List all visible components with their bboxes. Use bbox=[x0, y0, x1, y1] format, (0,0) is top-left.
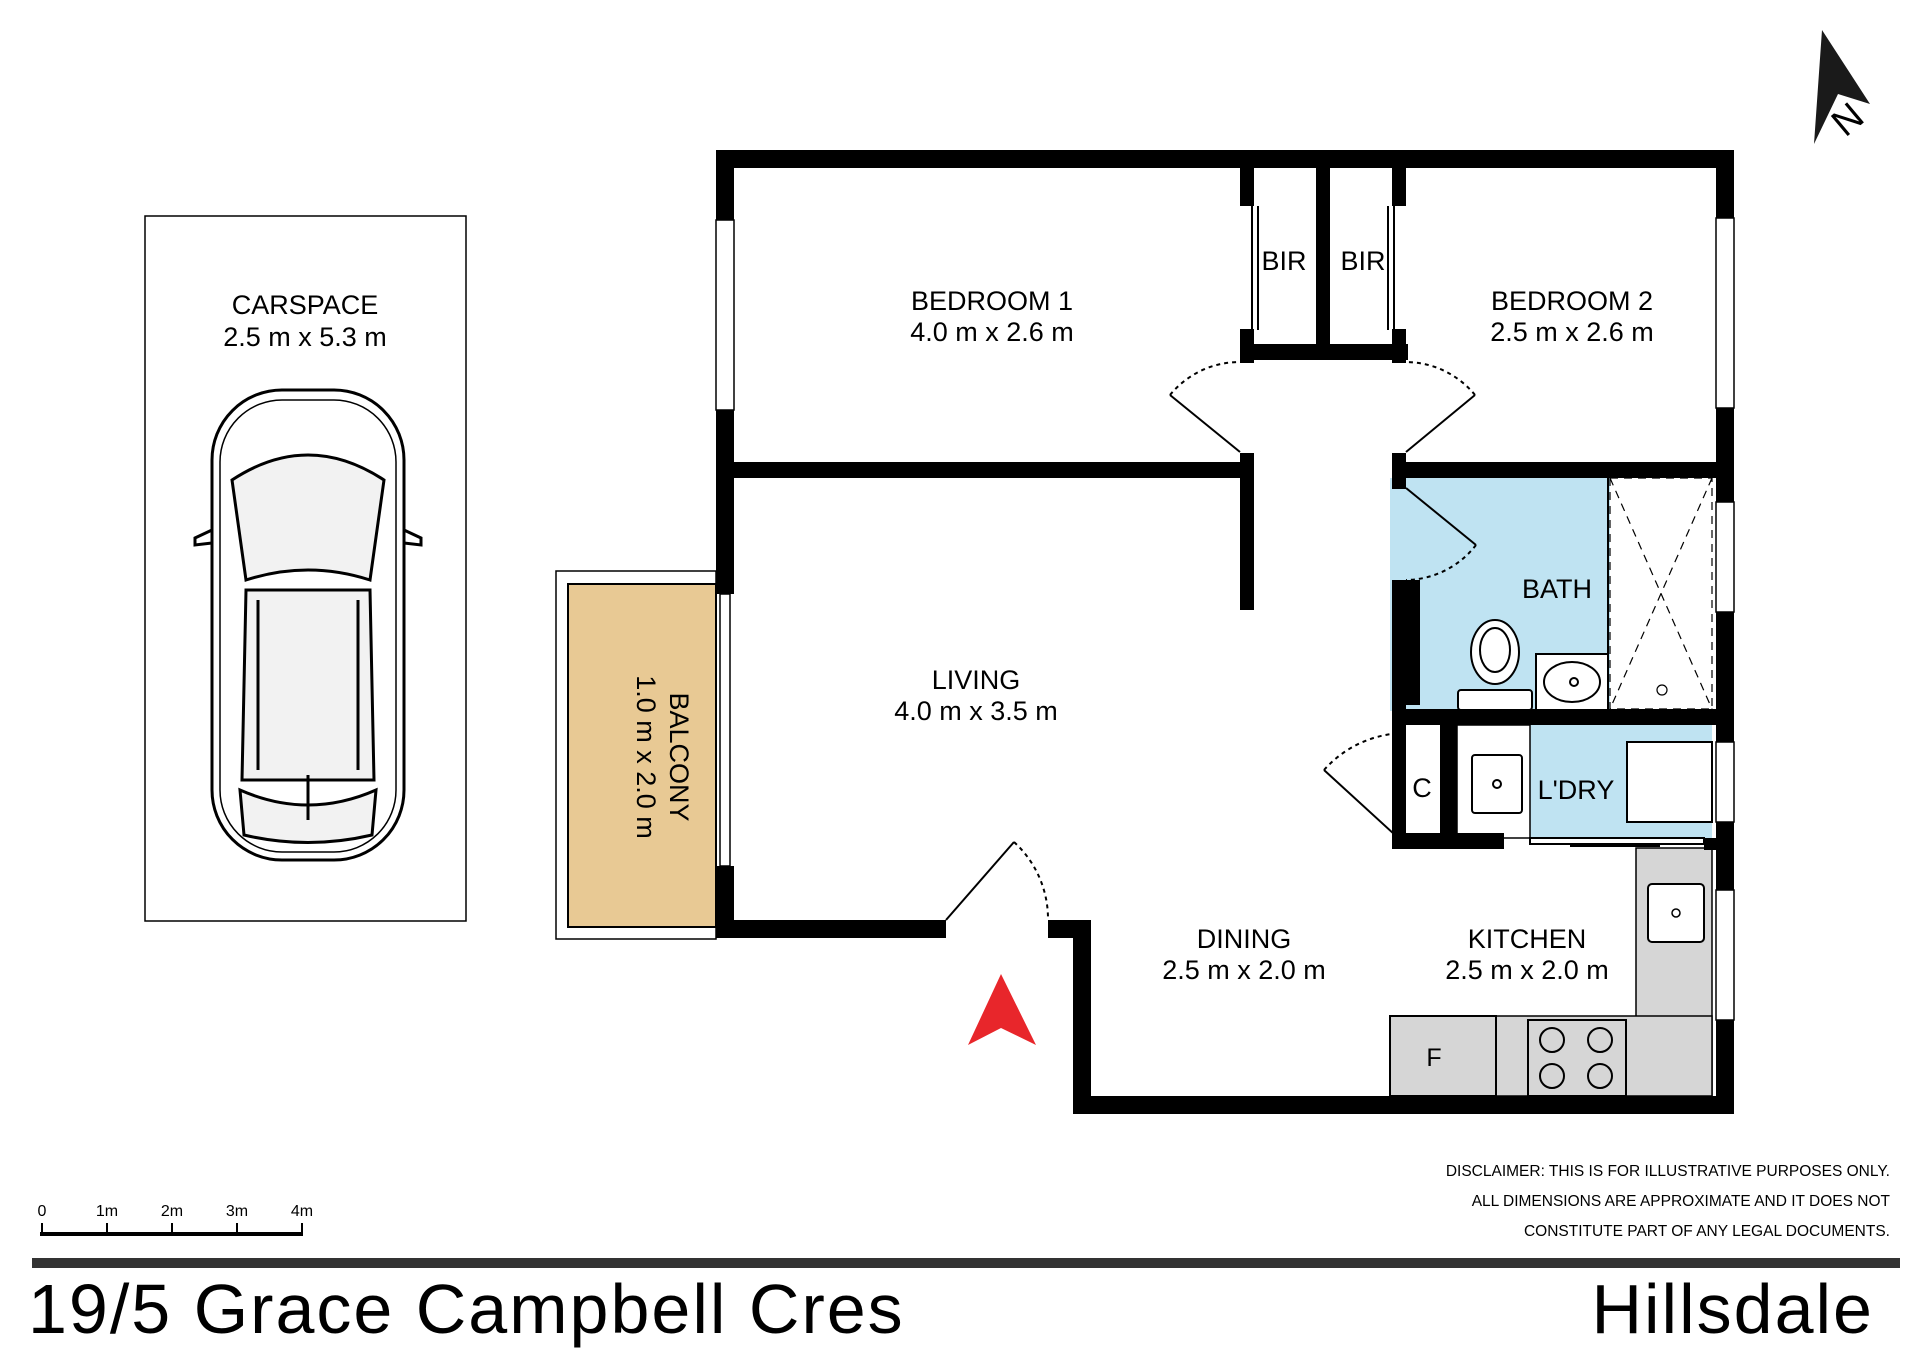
entry-arrow-icon bbox=[968, 974, 1036, 1045]
kitchen-title: KITCHEN bbox=[1468, 924, 1587, 954]
shower bbox=[1609, 477, 1713, 710]
washing-machine bbox=[1626, 741, 1713, 823]
living-title: LIVING bbox=[932, 665, 1021, 695]
bedroom2-title: BEDROOM 2 bbox=[1491, 286, 1653, 316]
bedroom2-dimensions: 2.5 m x 2.6 m bbox=[1490, 317, 1654, 347]
toilet bbox=[1457, 619, 1533, 711]
bedroom1-dimensions: 4.0 m x 2.6 m bbox=[910, 317, 1074, 347]
laundry-tub bbox=[1471, 754, 1523, 814]
cupboard-label: C bbox=[1412, 773, 1432, 803]
kitchen-sink bbox=[1647, 883, 1705, 943]
living-dimensions: 4.0 m x 3.5 m bbox=[894, 696, 1058, 726]
scale-bar: 0 1m 2m 3m 4m bbox=[38, 1203, 313, 1236]
fridge-label: F bbox=[1426, 1044, 1441, 1072]
balcony-dimensions: 1.0 m x 2.0 m bbox=[631, 675, 661, 839]
bedroom1-title: BEDROOM 1 bbox=[911, 286, 1073, 316]
bir2-label: BIR bbox=[1340, 246, 1385, 276]
door-swings bbox=[945, 360, 1477, 921]
balcony-floor bbox=[567, 583, 717, 928]
scale-tick-3: 3m bbox=[226, 1203, 248, 1220]
kitchen-dimensions: 2.5 m x 2.0 m bbox=[1445, 955, 1609, 985]
disclaimer-line-2: ALL DIMENSIONS ARE APPROXIMATE AND IT DO… bbox=[1472, 1193, 1891, 1210]
bath-vanity bbox=[1535, 653, 1609, 711]
bath-label: BATH bbox=[1522, 574, 1592, 604]
laundry-sliding-door bbox=[1529, 837, 1705, 847]
property-address: 19/5 Grace Campbell Cres bbox=[28, 1270, 905, 1348]
kitchen-sink-drain bbox=[1671, 908, 1681, 918]
scale-tick-1: 1m bbox=[96, 1203, 118, 1220]
car-icon bbox=[193, 388, 423, 862]
balcony-title: BALCONY bbox=[664, 692, 694, 821]
bir-sliding-doors bbox=[1251, 180, 1395, 330]
windows bbox=[715, 217, 1735, 1021]
dining-title: DINING bbox=[1197, 924, 1292, 954]
bir1-label: BIR bbox=[1261, 246, 1306, 276]
cooktop-burners bbox=[1539, 1027, 1613, 1089]
scale-tick-2: 2m bbox=[161, 1203, 183, 1220]
disclaimer-line-3: CONSTITUTE PART OF ANY LEGAL DOCUMENTS. bbox=[1524, 1223, 1890, 1240]
disclaimer-line-1: DISCLAIMER: THIS IS FOR ILLUSTRATIVE PUR… bbox=[1446, 1163, 1890, 1180]
scale-tick-0: 0 bbox=[38, 1203, 47, 1220]
dining-dimensions: 2.5 m x 2.0 m bbox=[1162, 955, 1326, 985]
scale-tick-4: 4m bbox=[291, 1203, 313, 1220]
carspace-dimensions: 2.5 m x 5.3 m bbox=[223, 322, 387, 352]
laundry-label: L'DRY bbox=[1538, 775, 1615, 805]
property-suburb: Hillsdale bbox=[1591, 1270, 1874, 1348]
north-compass-icon: N bbox=[1814, 30, 1872, 145]
carspace-title: CARSPACE bbox=[232, 290, 379, 320]
fridge bbox=[1389, 1015, 1497, 1097]
footer-divider bbox=[32, 1258, 1900, 1268]
